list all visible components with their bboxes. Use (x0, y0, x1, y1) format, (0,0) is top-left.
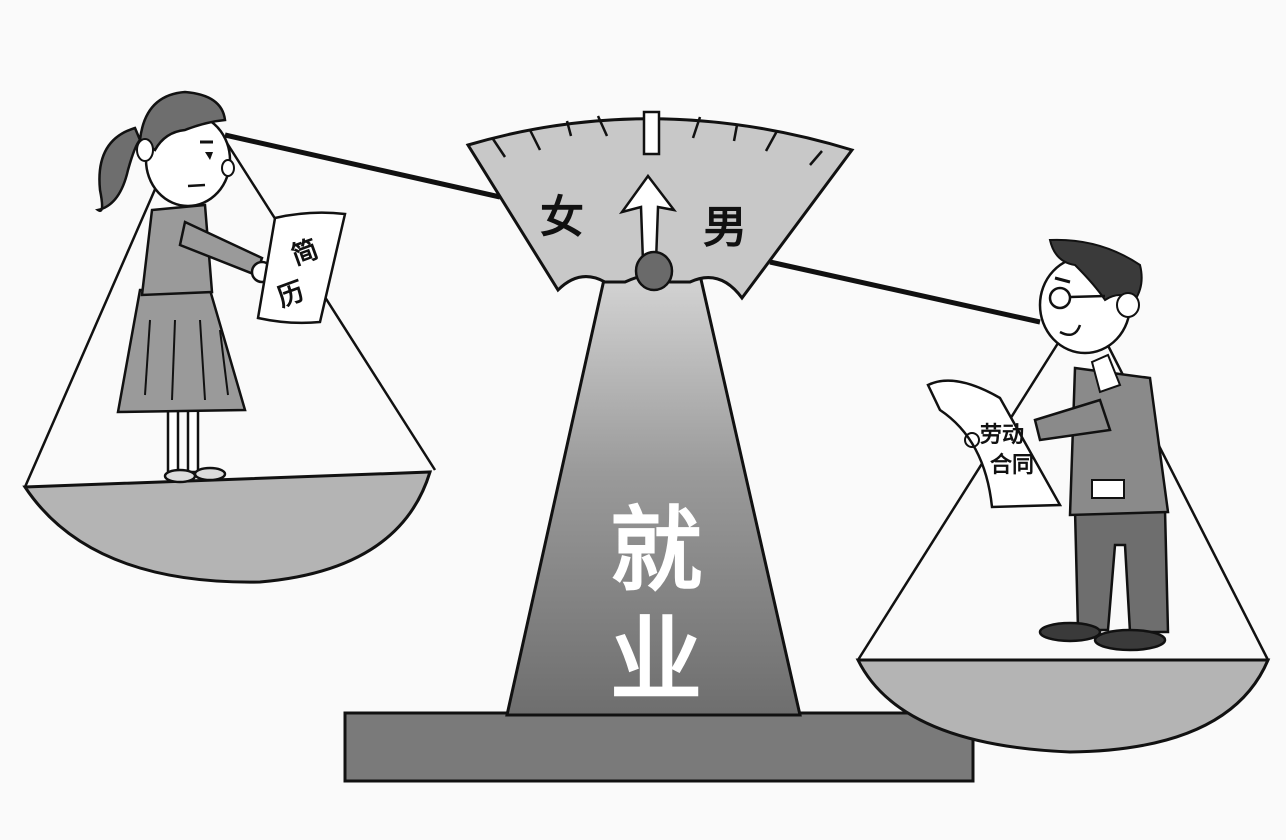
pillar-label-char-2: 业 (609, 607, 702, 714)
beam-left (224, 132, 501, 200)
contract-label-line-1: 劳动 (980, 423, 1025, 448)
gauge-label-female: 女 (540, 192, 584, 243)
needle-pivot (634, 250, 674, 292)
scale-base (343, 711, 975, 783)
contract-document (926, 379, 1063, 509)
man-figure (1033, 238, 1170, 652)
gauge-ticks (491, 115, 823, 166)
contract-label-line-2: 合同 (990, 453, 1035, 478)
pillar-label-char-1: 就 (609, 497, 702, 604)
resume-document (256, 211, 347, 325)
woman-figure (95, 90, 274, 484)
gauge-center-mark (642, 110, 661, 156)
beam-right (769, 259, 1041, 325)
gauge-label-male: 男 (703, 202, 747, 253)
pan-left (22, 470, 433, 584)
pan-right (855, 658, 1271, 754)
